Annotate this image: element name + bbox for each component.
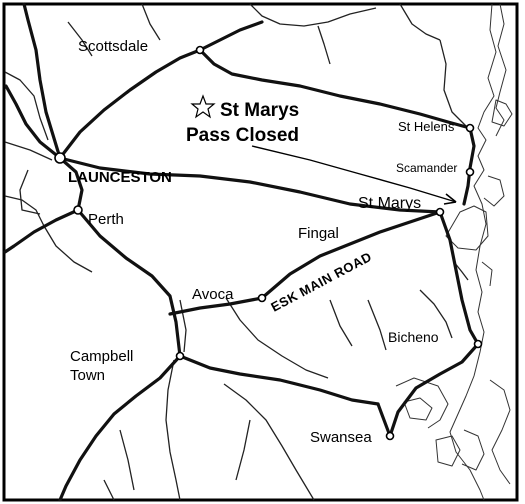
- label-scamander: Scamander: [396, 161, 457, 175]
- town-dot-st-helens: [465, 123, 475, 133]
- town-dot-swansea: [385, 431, 395, 441]
- label-perth: Perth: [88, 211, 124, 228]
- coastline: [395, 3, 513, 501]
- label-avoca: Avoca: [192, 286, 234, 303]
- label-fingal: Fingal: [298, 225, 339, 242]
- town-dot-campbell-town: [175, 351, 185, 361]
- label-swansea: Swansea: [310, 429, 372, 446]
- town-dot-scottsdale: [195, 45, 205, 55]
- main-roads: [3, 2, 480, 502]
- label-town: Town: [70, 367, 105, 384]
- town-dot-launceston: [54, 152, 66, 164]
- minor-roads: [4, 3, 469, 501]
- label-bicheno: Bicheno: [388, 329, 439, 345]
- annotation-line-1: St Marys: [220, 100, 299, 121]
- pointer-arrowhead: [443, 193, 457, 205]
- pointer-arrow: [251, 145, 457, 203]
- annotation-line-2: Pass Closed: [186, 125, 299, 146]
- town-dot-scamander: [465, 167, 475, 177]
- star-icon: [190, 94, 216, 119]
- label-campbell: Campbell: [70, 348, 133, 365]
- town-dot-bicheno: [473, 339, 483, 349]
- label-st-marys: St Marys: [358, 195, 421, 212]
- town-markers: [54, 45, 483, 441]
- town-dot-perth: [73, 205, 83, 215]
- label-launceston: LAUNCESTON: [68, 169, 172, 186]
- label-st-helens: St Helens: [398, 119, 455, 134]
- label-scottsdale: Scottsdale: [78, 38, 148, 55]
- town-dot-st-marys: [435, 207, 445, 217]
- town-dot-avoca: [257, 293, 267, 303]
- map-frame: [2, 2, 519, 502]
